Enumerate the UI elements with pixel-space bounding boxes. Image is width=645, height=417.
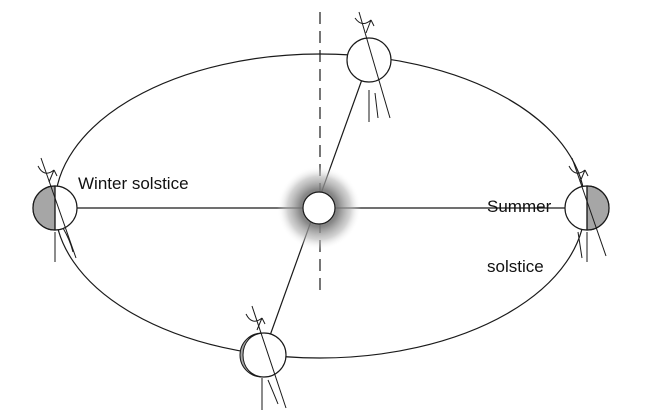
earth-icon [32, 157, 78, 262]
earth-icon [239, 305, 287, 410]
rotation-arrow-icon [245, 313, 266, 331]
summer-solstice-label-line1: Summer [487, 197, 552, 216]
earth-icon [564, 157, 610, 262]
winter-solstice-label: Winter solstice [78, 174, 189, 193]
summer-solstice-label: Summer solstice [487, 157, 567, 297]
summer-solstice-label-line2: solstice [487, 257, 544, 276]
earth-icon [346, 11, 392, 122]
rotation-arrow-icon [568, 165, 589, 183]
rotation-arrow-icon [37, 165, 58, 183]
rotation-arrow-icon [354, 17, 375, 34]
sun-icon [277, 166, 361, 250]
